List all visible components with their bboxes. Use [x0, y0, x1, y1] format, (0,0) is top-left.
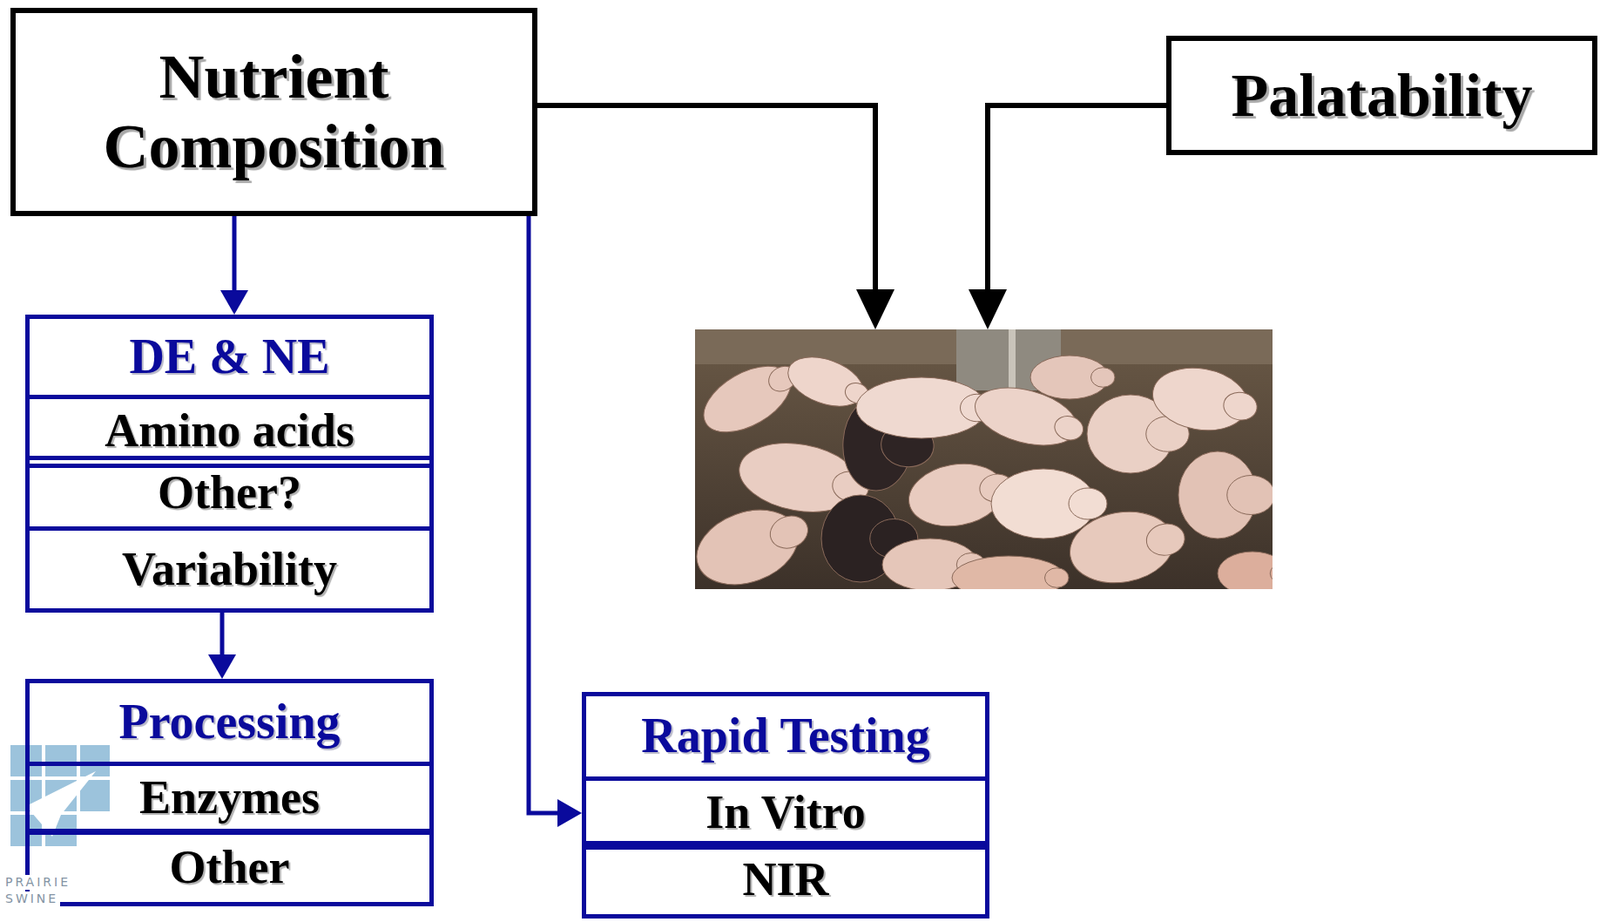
title-box: Nutrient Composition	[10, 7, 538, 217]
pig	[695, 492, 819, 589]
heading-row: Rapid Testing	[581, 691, 990, 781]
item-row: Variability	[25, 526, 434, 613]
box-text: Palatability	[1230, 61, 1533, 129]
box-text: Variability	[121, 543, 338, 595]
item-row: Enzymes	[25, 761, 434, 835]
item-row: NIR	[581, 840, 990, 919]
pig	[1147, 360, 1263, 439]
box-text: Enzymes	[139, 771, 320, 824]
black-arrows	[530, 105, 1167, 330]
heading-row: Processing	[25, 678, 434, 766]
title-box: Palatability	[1166, 35, 1598, 156]
watermark-text: SWINE	[3, 891, 61, 906]
pig	[1178, 451, 1273, 539]
connector-arrow	[528, 216, 558, 813]
item-row: Other?	[25, 455, 434, 531]
pig	[1064, 501, 1191, 589]
box-text: DE & NE	[128, 330, 330, 385]
box-text: Processing	[118, 695, 340, 750]
box-text: Other	[169, 841, 291, 893]
pig	[951, 555, 1069, 589]
pig-photo	[686, 329, 1295, 600]
heading-row: DE & NE	[25, 314, 434, 399]
box-text: NIR	[742, 853, 829, 905]
connector-arrow	[232, 216, 237, 291]
pig	[856, 377, 994, 439]
item-row: In Vitro	[581, 776, 990, 850]
box-text: In Vitro	[705, 786, 866, 838]
watermark-text: PRAIRIE	[3, 874, 73, 890]
pig	[1217, 551, 1273, 589]
box-text: Nutrient Composition	[27, 42, 520, 181]
box-text: Rapid Testing	[641, 708, 931, 763]
item-row: Other	[25, 828, 434, 906]
connector-arrow	[220, 612, 225, 655]
box-text: Other?	[157, 466, 302, 519]
box-text: Amino acids	[104, 405, 355, 457]
pig	[695, 348, 809, 446]
pig	[1030, 355, 1115, 399]
